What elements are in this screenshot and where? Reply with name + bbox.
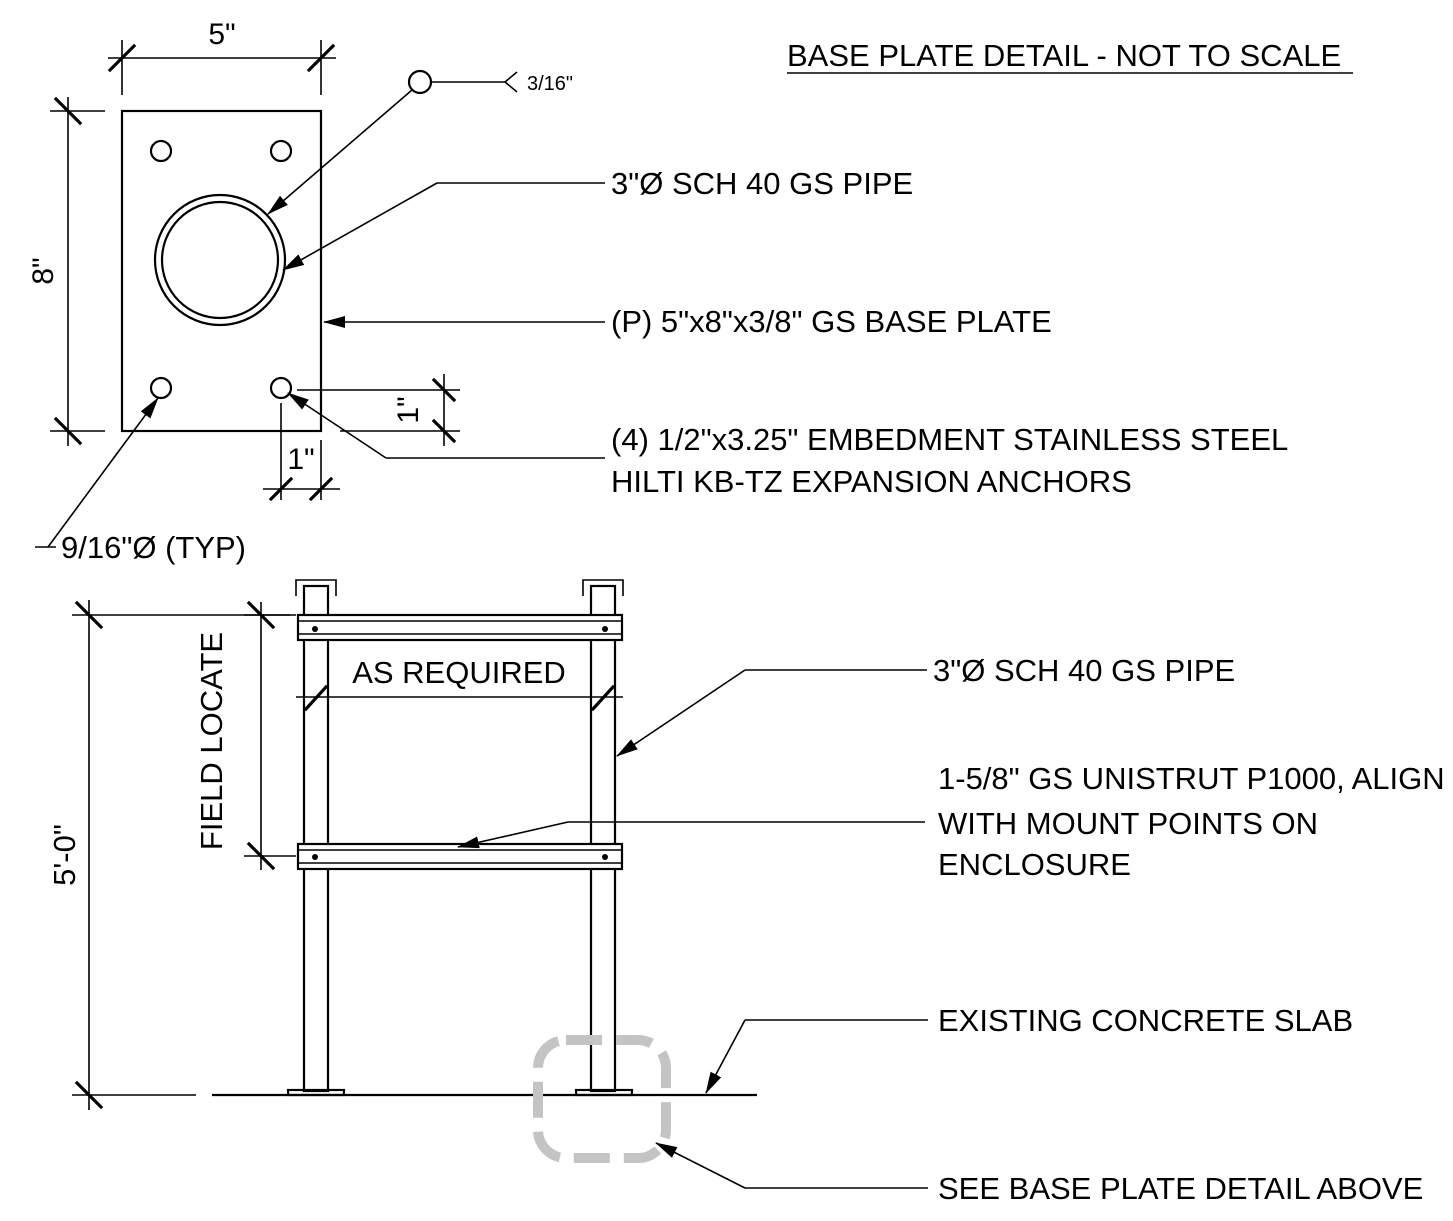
dim-plate-width-label: 5" xyxy=(208,18,235,51)
callout-elev-pipe: 3"Ø SCH 40 GS PIPE xyxy=(616,653,1235,757)
post-right-base-plate xyxy=(574,1088,634,1097)
hole-size-label: 9/16"Ø (TYP) xyxy=(61,530,246,565)
unistrut-top xyxy=(296,613,624,642)
post-left-base-plate xyxy=(286,1088,346,1097)
post-right-pipe xyxy=(589,584,617,1093)
callout-plan-plate: (P) 5"x8"x3/8" GS BASE PLATE xyxy=(323,304,1052,339)
dim-overall-height: 5'-0" xyxy=(47,600,290,1110)
pipe-outer-circle xyxy=(153,193,287,327)
post-right xyxy=(574,579,634,1097)
dim-field-locate: FIELD LOCATE xyxy=(194,600,296,871)
dim-plate-height: 8" xyxy=(27,96,105,446)
callout-plan-anchors: (4) 1/2"x3.25" EMBEDMENT STAINLESS STEEL… xyxy=(287,392,1288,499)
weld-all-around-circle xyxy=(407,69,433,95)
dim-overall-height-label: 5'-0" xyxy=(47,824,82,886)
callout-unistrut-line3: ENCLOSURE xyxy=(938,847,1131,882)
detail-title-text: BASE PLATE DETAIL - NOT TO SCALE xyxy=(787,38,1341,73)
post-left-cap xyxy=(295,579,337,596)
anchor-hole-bottom-left xyxy=(149,376,173,400)
callout-elev-see-detail: SEE BASE PLATE DETAIL ABOVE xyxy=(655,1142,1423,1206)
weld-symbol: 3/16" xyxy=(267,69,573,215)
callout-anchors-line1: (4) 1/2"x3.25" EMBEDMENT STAINLESS STEEL xyxy=(611,422,1288,457)
post-left-pipe xyxy=(302,584,330,1093)
dim-edge-vertical-label: 1" xyxy=(392,396,425,423)
detail-reference-marker xyxy=(533,1035,671,1163)
dim-field-locate-label: FIELD LOCATE xyxy=(194,632,229,850)
post-right-cap xyxy=(582,579,624,596)
callout-elev-slab: EXISTING CONCRETE SLAB xyxy=(705,1003,1353,1094)
dim-edge-horizontal-label: 1" xyxy=(287,443,314,476)
anchor-hole-top-left xyxy=(149,139,173,163)
callout-elev-unistrut: 1-5/8" GS UNISTRUT P1000, ALIGN WITH MOU… xyxy=(457,761,1445,882)
callout-plan-pipe-label: 3"Ø SCH 40 GS PIPE xyxy=(611,166,913,201)
base-plate-outline xyxy=(120,109,323,433)
dim-as-required-label: AS REQUIRED xyxy=(352,655,566,690)
callout-elev-slab-label: EXISTING CONCRETE SLAB xyxy=(938,1003,1353,1038)
dim-plate-width: 5" xyxy=(107,18,336,95)
anchor-hole-top-right xyxy=(269,139,293,163)
anchor-hole-bottom-right xyxy=(269,376,293,400)
detail-title: BASE PLATE DETAIL - NOT TO SCALE xyxy=(787,38,1353,74)
callout-anchors-line2: HILTI KB-TZ EXPANSION ANCHORS xyxy=(611,464,1132,499)
hole-size-note: 9/16"Ø (TYP) xyxy=(35,397,246,565)
support-elevation: AS REQUIRED FIELD LOCATE 5'-0" 3"Ø SCH xyxy=(47,579,1445,1206)
post-left xyxy=(286,579,346,1097)
dim-edge-horizontal: 1" xyxy=(263,403,340,502)
callout-unistrut-line2: WITH MOUNT POINTS ON xyxy=(938,806,1318,841)
callout-elev-see-detail-label: SEE BASE PLATE DETAIL ABOVE xyxy=(938,1171,1423,1206)
callout-plan-pipe: 3"Ø SCH 40 GS PIPE xyxy=(282,166,913,271)
base-plate-plan: 5" 8" 1" 1" xyxy=(27,18,1288,565)
callout-elev-pipe-label: 3"Ø SCH 40 GS PIPE xyxy=(933,653,1235,688)
unistrut-bottom xyxy=(296,842,624,871)
pipe-inner-circle xyxy=(160,200,280,320)
weld-size-label: 3/16" xyxy=(527,73,573,95)
dim-as-required: AS REQUIRED xyxy=(296,655,623,712)
dim-edge-vertical: 1" xyxy=(297,374,460,446)
callout-plan-plate-label: (P) 5"x8"x3/8" GS BASE PLATE xyxy=(611,304,1052,339)
dim-plate-height-label: 8" xyxy=(27,257,60,284)
callout-unistrut-line1: 1-5/8" GS UNISTRUT P1000, ALIGN xyxy=(938,761,1445,796)
